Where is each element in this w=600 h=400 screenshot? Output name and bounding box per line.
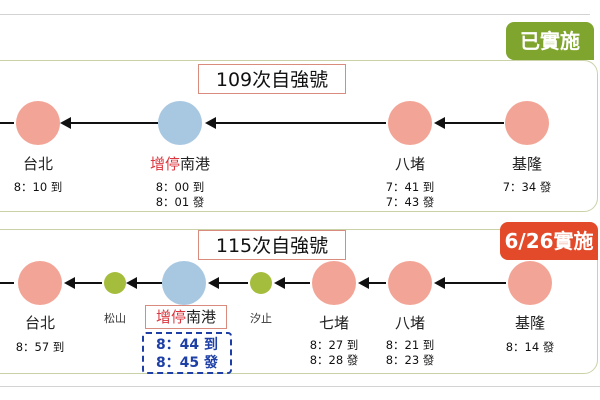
station-keelung-marker [508,261,552,305]
route-line-segment [134,282,162,284]
station-badu-name: 八堵 [394,155,425,173]
nangang-time-highlight: 8：44 到 8：45 發 [142,332,232,374]
station-nangang-marker [162,261,206,305]
station-nangang-depart: 8：01 發 [155,195,205,209]
route-line-segment [214,122,386,124]
top-divider [0,14,590,15]
station-taipei-name: 台北 [22,155,53,173]
station-taipei-name: 台北 [24,314,55,332]
route-line-segment [442,122,504,124]
status-badge-implemented: 已實施 [506,22,594,60]
station-taipei-marker [18,261,62,305]
route-line-segment [70,122,158,124]
route-line-segment [0,122,14,124]
station-taipei-arrive: 8：57 到 [15,340,65,354]
route-line-segment [0,282,14,284]
arrow-left-icon [205,117,216,129]
station-keelung-name: 基隆 [511,155,542,173]
arrow-left-icon [64,277,75,289]
station-qidu-arrive: 8：27 到 [309,338,359,352]
station-nangang-depart: 8：45 發 [155,355,219,371]
route-line-segment [216,282,248,284]
station-badu-depart: 8：23 發 [385,353,435,367]
station-keelung-depart: 8：14 發 [505,340,555,354]
added-stop-label: 增停 [149,155,180,173]
route-line-segment [282,282,310,284]
arrow-left-icon [358,277,369,289]
arrow-left-icon [60,117,71,129]
train-title-115: 115次自強號 [198,230,346,260]
station-songshan-marker [104,272,126,294]
station-nangang-label: 南港 [186,308,217,326]
station-keelung-name: 基隆 [514,314,545,332]
route-line-segment [442,282,506,284]
station-nangang-label: 南港 [180,155,211,173]
station-badu-marker [388,261,432,305]
station-qidu-name: 七堵 [318,314,349,332]
station-keelung-marker [505,101,549,145]
station-badu-marker [388,101,432,145]
arrow-left-icon [434,277,445,289]
station-xizhi-marker [250,272,272,294]
arrow-left-icon [208,277,219,289]
station-qidu-marker [312,261,356,305]
arrow-left-icon [434,117,445,129]
station-taipei-marker [16,101,60,145]
station-badu-arrive: 7：41 到 [385,180,435,194]
station-nangang-arrive: 8：44 到 [155,337,219,353]
station-qidu-depart: 8：28 發 [309,353,359,367]
station-keelung-depart: 7：34 發 [502,180,552,194]
station-nangang-name: 增停南港 [140,153,220,174]
arrow-left-icon [274,277,285,289]
station-nangang-name: 增停南港 [145,305,227,329]
station-nangang-arrive: 8：00 到 [155,180,205,194]
station-taipei-arrive: 8：10 到 [13,180,63,194]
status-badge-upcoming: 6/26實施 [500,222,598,260]
route-line-segment [72,282,102,284]
train-title-109: 109次自強號 [198,64,346,94]
route-line-segment [366,282,386,284]
station-badu-arrive: 8：21 到 [385,338,435,352]
station-nangang-marker [158,101,202,145]
station-badu-depart: 7：43 發 [385,195,435,209]
station-songshan-name: 松山 [104,312,126,325]
added-stop-label: 增停 [155,308,186,326]
arrow-left-icon [126,277,137,289]
station-xizhi-name: 汐止 [250,312,272,325]
bottom-divider [0,386,600,387]
station-badu-name: 八堵 [394,314,425,332]
